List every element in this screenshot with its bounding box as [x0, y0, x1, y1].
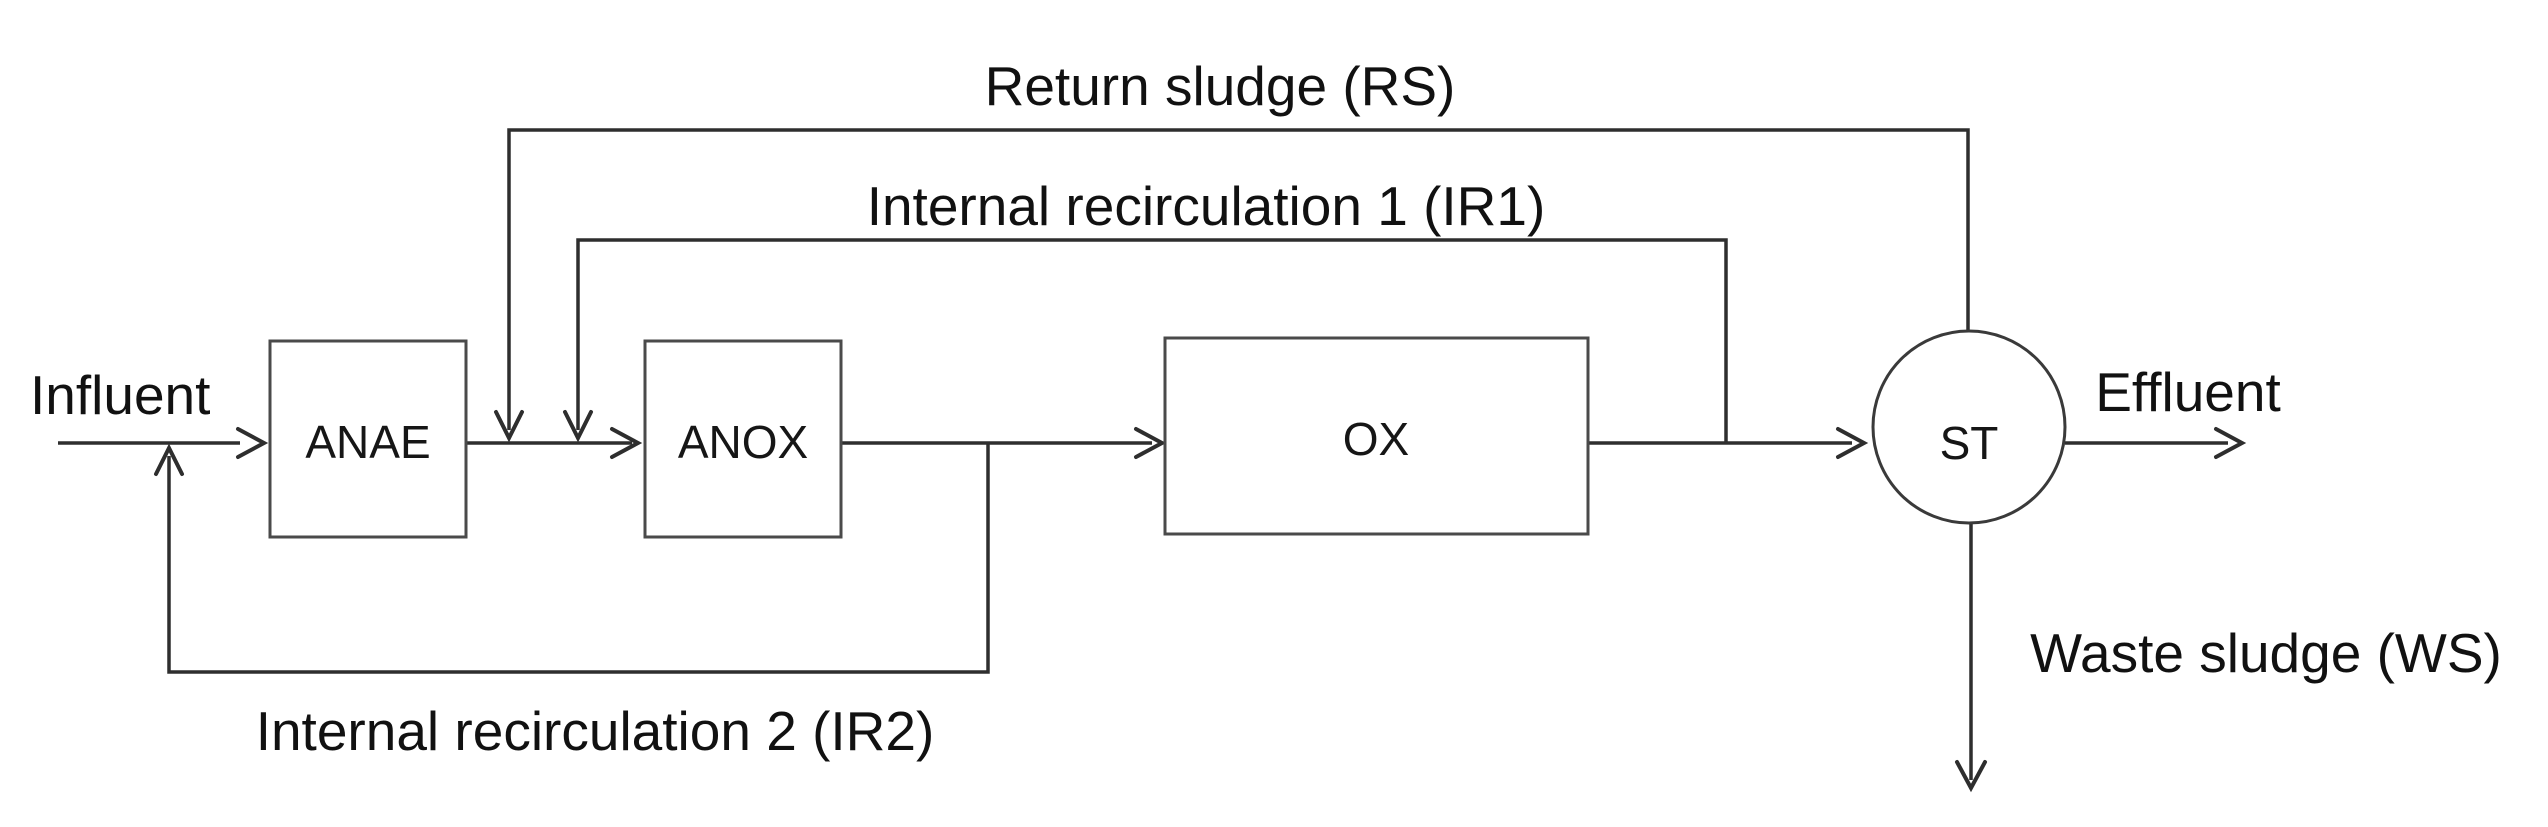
st-circle — [1871, 329, 2067, 525]
internal-recirculation-1-line — [576, 238, 1728, 443]
waste-sludge-label: Waste sludge (WS) — [2030, 622, 2502, 684]
return-sludge-arrowhead-icon — [494, 410, 524, 443]
anae-label: ANAE — [305, 416, 430, 468]
internal-recirculation-1-label: Internal recirculation 1 (IR1) — [867, 175, 1546, 237]
internal-recirculation-2-label: Internal recirculation 2 (IR2) — [256, 700, 935, 762]
anox-label: ANOX — [678, 416, 808, 468]
influent-label: Influent — [30, 364, 210, 426]
st-label: ST — [1940, 417, 1999, 469]
internal-recirculation-1-arrowhead-icon — [563, 410, 593, 443]
internal-recirculation-2-line — [167, 443, 990, 674]
influent-arrowhead-icon — [236, 427, 269, 459]
waste-sludge-arrowhead-icon — [1955, 760, 1987, 793]
anox-box — [643, 339, 843, 539]
internal-recirculation-2-arrowhead-icon — [154, 443, 184, 476]
anox-to-ox-arrowhead-icon — [1134, 427, 1167, 459]
ox-to-st-arrowhead-icon — [1836, 427, 1869, 459]
effluent-arrowhead-icon — [2214, 427, 2247, 459]
effluent-label: Effluent — [2095, 361, 2281, 423]
ox-label: OX — [1343, 413, 1409, 465]
ox-box — [1163, 336, 1590, 536]
return-sludge-label: Return sludge (RS) — [985, 55, 1456, 117]
return-sludge-line — [507, 128, 1970, 430]
anae-to-anox-arrowhead-icon — [610, 427, 643, 459]
anae-box — [268, 339, 468, 539]
